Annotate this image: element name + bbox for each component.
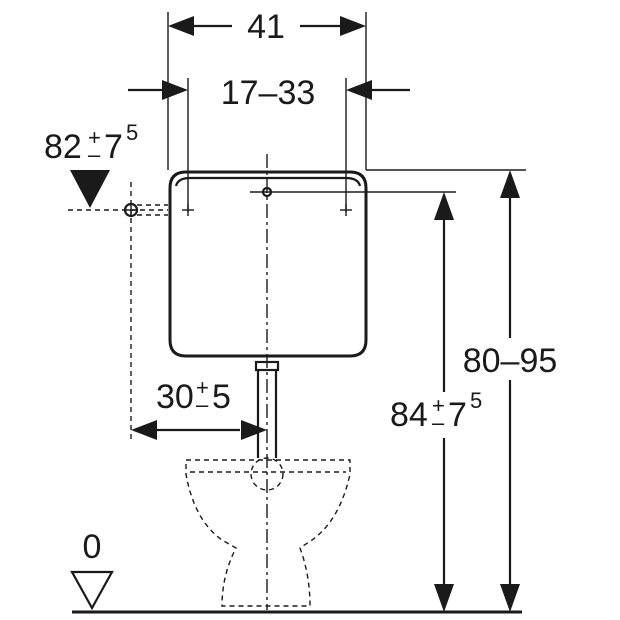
dimension-tank-width: 41 (167, 8, 367, 170)
arrowhead-outlet-top (434, 192, 454, 220)
flush-pipe (254, 360, 280, 458)
dimension-water-inlet-height: 82 + – 7 5 (44, 120, 168, 211)
floor-level: 0 (70, 528, 522, 614)
dimension-outlet-height: 84 + – 7 5 (386, 192, 498, 612)
label-floor-level: 0 (83, 528, 102, 566)
arrowhead-right (340, 16, 366, 36)
cistern-outline (168, 170, 368, 358)
label-inlet-height-tol: 7 (104, 128, 123, 166)
bowl-outline (185, 459, 351, 607)
label-offset-tol: 5 (212, 378, 231, 416)
label-offset-base: 30 (156, 378, 194, 416)
arrowhead-left (168, 16, 194, 36)
level-triangle-inlet (70, 170, 110, 208)
label-outlet-plus: + (432, 393, 445, 418)
label-inlet-height-tol-sup: 5 (126, 120, 138, 145)
label-tank-top-range: 80–95 (463, 342, 558, 380)
label-offset-minus: – (196, 392, 209, 417)
cistern-tank (168, 169, 526, 358)
arrowhead-outlet-bottom (434, 584, 454, 612)
label-outlet-base: 84 (390, 396, 428, 434)
arrowhead-inner-left (162, 80, 188, 100)
label-inlet-range: 17–33 (221, 74, 316, 112)
label-inlet-height-minus: – (88, 142, 101, 167)
arrowhead-tank-top (500, 170, 520, 198)
label-offset-plus: + (196, 375, 209, 400)
label-outlet-tol-sup: 5 (470, 388, 482, 413)
dimension-tank-top-range: 80–95 (452, 170, 570, 612)
arrowhead-tank-bottom (500, 584, 520, 612)
level-triangle-floor (70, 570, 114, 611)
dimension-bowl-offset: 30 + – 5 (131, 375, 267, 440)
water-inlet-connection (123, 182, 168, 442)
pipe-collar (254, 360, 280, 372)
bowl-inlet (250, 457, 284, 491)
label-inlet-height-plus: + (88, 125, 101, 150)
label-outlet-minus: – (432, 410, 445, 435)
label-tank-width: 41 (247, 8, 285, 46)
toilet-bowl (185, 457, 351, 607)
arrowhead-offset-right (241, 420, 267, 440)
label-inlet-height-base: 82 (44, 128, 82, 166)
arrowhead-offset-left (131, 420, 157, 440)
cistern-lid-line (174, 176, 362, 187)
arrowhead-inner-right (346, 80, 372, 100)
label-outlet-tol: 7 (448, 396, 467, 434)
dimension-inlet-range: 17–33 (128, 74, 410, 212)
